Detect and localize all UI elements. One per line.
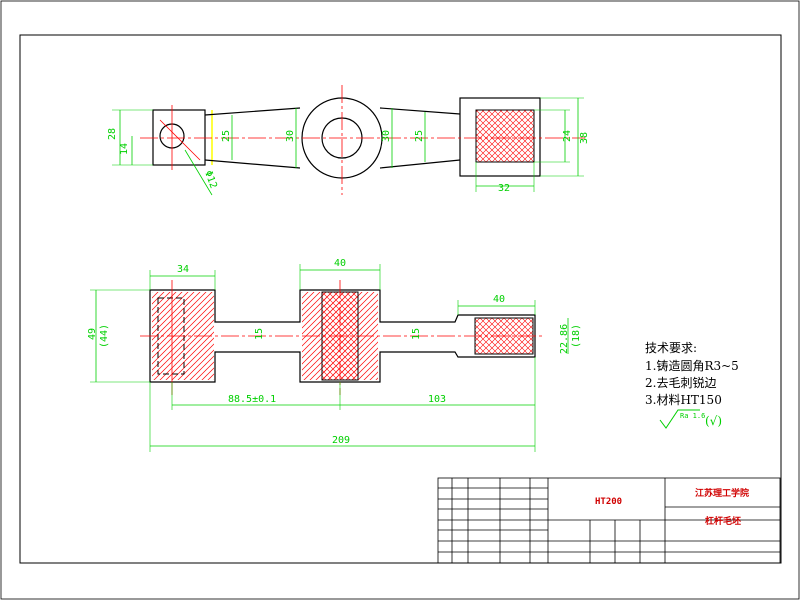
dim-22-86: 22.86 xyxy=(559,324,570,354)
dim-30-right: 30 xyxy=(381,130,392,142)
dim-38: 38 xyxy=(579,132,590,144)
title-material: HT200 xyxy=(595,497,622,507)
dim-15-right: 15 xyxy=(411,328,422,340)
dim-40-center: 40 xyxy=(334,258,346,269)
dim-25-left: 25 xyxy=(221,130,232,142)
dim-24: 24 xyxy=(562,130,573,142)
left-boss-outline xyxy=(152,109,206,166)
inner-frame xyxy=(19,34,782,564)
dim-88-5: 88.5±0.1 xyxy=(228,394,276,405)
front-view: 34 40 40 49 (44) 15 15 22.86 (18) 88.5±0… xyxy=(87,258,582,452)
right-arm xyxy=(379,107,461,169)
dim-40-right: 40 xyxy=(493,294,505,305)
left-arm xyxy=(204,107,301,169)
dim-14: 14 xyxy=(119,143,130,155)
roughness-general: (√) xyxy=(705,414,722,428)
dim-hole-diameter: Φ12 xyxy=(202,169,219,190)
dim-30-left: 30 xyxy=(285,130,296,142)
roughness-symbol-icon xyxy=(659,409,700,429)
tech-title: 技术要求: xyxy=(645,341,697,355)
dim-209: 209 xyxy=(332,435,350,446)
dim-44: (44) xyxy=(99,324,110,348)
tech-item-2: 2.去毛刺锐边 xyxy=(645,376,716,390)
dim-32: 32 xyxy=(498,183,510,194)
title-school: 江苏理工学院 xyxy=(695,487,749,499)
right-block xyxy=(459,97,541,177)
top-view: 28 14 25 30 30 25 24 38 32 Φ12 xyxy=(107,85,590,196)
dim-49: 49 xyxy=(87,328,98,340)
dim-103: 103 xyxy=(428,394,446,405)
tech-requirements: 技术要求: 1.铸造圆角R3~5 2.去毛刺锐边 3.材料HT150 Ra 1.… xyxy=(645,341,739,429)
dim-15-left: 15 xyxy=(254,328,265,340)
dim-34: 34 xyxy=(177,264,189,275)
tech-item-3: 3.材料HT150 xyxy=(645,393,722,407)
right-block-section xyxy=(475,109,535,163)
tech-item-1: 1.铸造圆角R3~5 xyxy=(645,358,739,373)
title-part-name: 杠杆毛坯 xyxy=(705,515,741,527)
roughness-value: Ra 1.6 xyxy=(680,412,705,420)
title-block xyxy=(437,477,781,564)
dim-18: (18) xyxy=(571,324,582,348)
dim-25-right: 25 xyxy=(414,130,425,142)
dim-28: 28 xyxy=(107,128,118,140)
